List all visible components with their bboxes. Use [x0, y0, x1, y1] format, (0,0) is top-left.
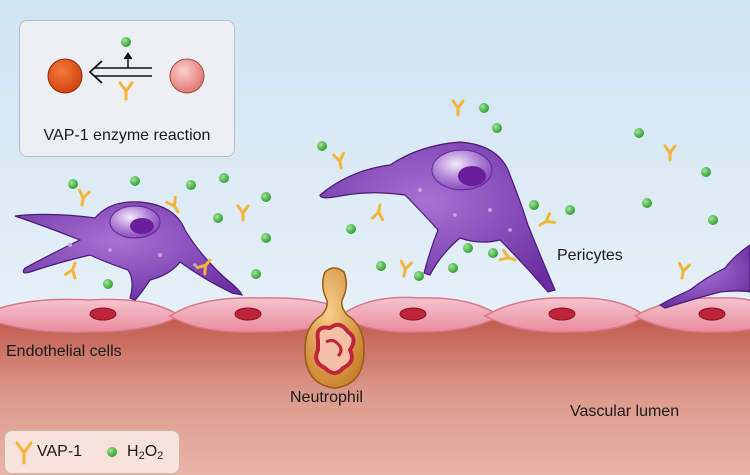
pericyte-cell: [14, 201, 243, 301]
h2o2-dot-icon: [107, 447, 117, 457]
nucleus: [548, 307, 576, 321]
nucleus: [234, 307, 262, 321]
reaction-arrow-icon: [88, 52, 152, 84]
nucleus: [399, 307, 427, 321]
product-circle: [47, 58, 83, 94]
vap1-y-icon: [118, 81, 134, 101]
vap1-y-icon: [15, 441, 33, 465]
enzyme-reaction-inset: VAP-1 enzyme reaction: [19, 20, 235, 157]
legend: VAP-1 H2O2: [4, 430, 180, 474]
label-neutrophil: Neutrophil: [290, 389, 363, 406]
endothelial-layer: [0, 296, 750, 333]
substrate-circle: [169, 58, 205, 94]
nucleus: [698, 307, 726, 321]
h2o2-dot-icon: [121, 37, 131, 47]
label-pericytes: Pericytes: [557, 247, 623, 264]
legend-vap1-label: VAP-1: [37, 443, 83, 460]
legend-h2o2-label: H2O2: [127, 443, 164, 462]
label-endothelial-cells: Endothelial cells: [6, 343, 122, 360]
pericyte-cell: [319, 141, 556, 293]
nucleus: [89, 307, 117, 321]
neutrophil-cell: [304, 267, 365, 389]
inset-title: VAP-1 enzyme reaction: [43, 127, 211, 144]
pericyte-cell: [658, 244, 750, 309]
reaction-scheme: [47, 37, 205, 101]
label-vascular-lumen: Vascular lumen: [570, 403, 680, 420]
